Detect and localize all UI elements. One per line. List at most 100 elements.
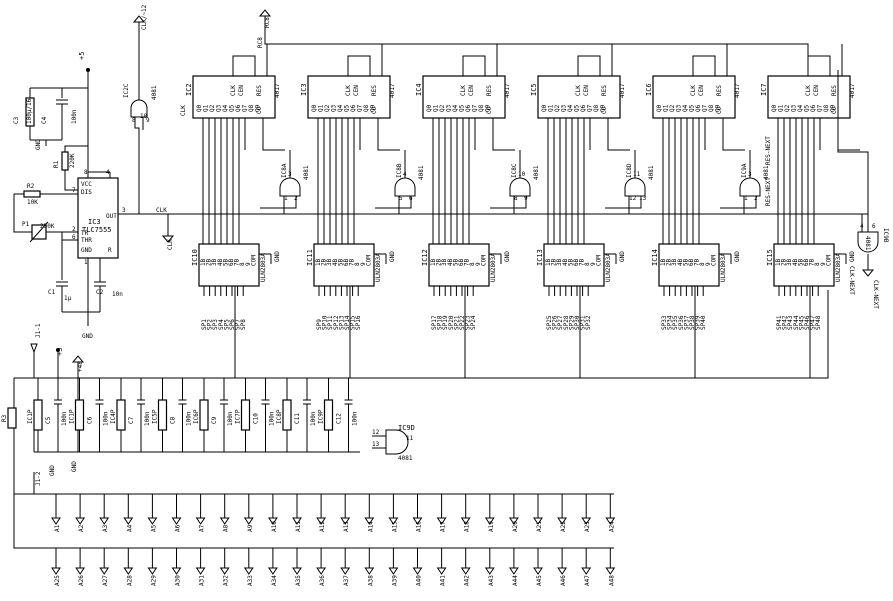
counter-pin-label: Q6 bbox=[465, 104, 472, 112]
r1-resistor bbox=[61, 151, 69, 171]
counter-part: 4017 bbox=[849, 83, 856, 98]
connector-label: A12 bbox=[319, 521, 326, 532]
connector-label: A35 bbox=[295, 575, 302, 586]
opto-ic-label: IC6P bbox=[193, 409, 200, 424]
ic3-pinnum-2: 2 bbox=[72, 226, 76, 233]
driver-output-label: SP12 bbox=[333, 315, 340, 330]
driver-gnd: GND bbox=[389, 251, 396, 262]
gate-pin: 1 bbox=[744, 195, 748, 202]
counter-pin-label: Q4 bbox=[452, 104, 459, 112]
driver-pin-label: 5B bbox=[682, 258, 689, 266]
connector-label: A18 bbox=[464, 521, 471, 532]
counter-pin-label: Q1 bbox=[778, 104, 785, 112]
opto-ic-label: IC4P bbox=[110, 409, 117, 424]
wire bbox=[607, 118, 630, 151]
counter-pin-label: Q4 bbox=[567, 104, 574, 112]
r1-value: 220K bbox=[69, 153, 76, 168]
driver-pin-label: 7B bbox=[349, 258, 356, 266]
counter-pin-label: Q2 bbox=[784, 104, 791, 112]
counter-ref: IC3 bbox=[300, 83, 308, 96]
counter-pin-label: Q3 bbox=[446, 104, 453, 112]
driver-pin-label: 9 bbox=[245, 262, 252, 266]
opto-body bbox=[199, 399, 209, 431]
output-a22: A22 bbox=[557, 494, 567, 532]
counter-pin-label: Q6 bbox=[580, 104, 587, 112]
wire bbox=[260, 150, 297, 214]
counter-pin-cen: CEN bbox=[468, 85, 475, 96]
driver-output-label: SP35 bbox=[672, 315, 679, 330]
driver-output-label: SP31 bbox=[580, 315, 587, 330]
counter-pin-label: Q9 bbox=[600, 104, 607, 112]
driver-pin-label: 1B bbox=[545, 258, 552, 266]
v48-label: +48 bbox=[77, 361, 84, 372]
driver-output-label: SP19 bbox=[442, 315, 449, 330]
connector-label: A45 bbox=[536, 575, 543, 586]
counter-pin-label: Q7 bbox=[357, 104, 364, 112]
counter-pin-res: RES bbox=[256, 85, 263, 96]
counter-pin-label: Q4 bbox=[682, 104, 689, 112]
driver-pin-label: 7B bbox=[464, 258, 471, 266]
counter-pin-cen: CEN bbox=[238, 85, 245, 96]
wire bbox=[692, 55, 716, 76]
connector-label: A46 bbox=[560, 575, 567, 586]
gate-ref: IC8D bbox=[626, 163, 633, 178]
counter-body bbox=[537, 75, 621, 119]
driver-pin-label: 8 bbox=[354, 262, 361, 266]
vcc-label: +5 bbox=[78, 52, 86, 60]
connector-label: A38 bbox=[367, 575, 374, 586]
opto-cap-label: C5 bbox=[45, 416, 52, 424]
counter-pin-label: Q8 bbox=[823, 104, 830, 112]
connector-arrow bbox=[364, 517, 375, 525]
ic2c-ref: IC2C bbox=[123, 83, 130, 98]
connector-arrow bbox=[316, 517, 327, 525]
counter-pin-label: Q7 bbox=[587, 104, 594, 112]
ic9d-pin-13: 13 bbox=[372, 441, 380, 448]
opto-ic-label: IC1P bbox=[69, 409, 76, 424]
gate-part: 4081 bbox=[763, 165, 770, 180]
counter-pin-label: Q6 bbox=[235, 104, 242, 112]
counter-body bbox=[767, 75, 851, 119]
output-a38: A38 bbox=[364, 548, 374, 586]
driver-pin-label: 9 bbox=[475, 262, 482, 266]
output-a32: A32 bbox=[219, 548, 230, 586]
driver-pin-label: COM bbox=[825, 255, 832, 266]
driver-output-label: SP1 bbox=[201, 319, 208, 330]
driver-pin-label: 6B bbox=[573, 258, 580, 266]
driver-output-label: SP48 bbox=[815, 315, 822, 330]
wire bbox=[232, 55, 256, 76]
output-a43: A43 bbox=[484, 548, 495, 586]
connector-arrow bbox=[388, 517, 399, 525]
counter-pin-label: Q5 bbox=[689, 104, 696, 112]
counter-body bbox=[422, 75, 506, 119]
output-a46: A46 bbox=[557, 548, 567, 586]
connector-arrow bbox=[292, 517, 302, 525]
driver-output-label: SP4 bbox=[218, 319, 225, 330]
clk12-label: CLK/~12 bbox=[141, 4, 148, 30]
cap-plate bbox=[261, 399, 270, 405]
connector-arrow bbox=[51, 567, 61, 575]
counter-pin-label: Q7 bbox=[242, 104, 249, 112]
driver-body bbox=[658, 243, 720, 287]
driver-pin-label: 8 bbox=[699, 262, 706, 266]
ic3-part: TLC7555 bbox=[82, 226, 112, 234]
clk-label-1: CLK bbox=[167, 239, 174, 250]
ic3-pin-out: OUT bbox=[106, 213, 117, 220]
connector-arrow bbox=[412, 517, 423, 525]
res-next-top: RES-NEXT bbox=[765, 136, 772, 165]
driver-output-label: SP3 bbox=[212, 319, 219, 330]
connector-arrow bbox=[75, 567, 86, 575]
counter-pin-co: CO bbox=[486, 106, 493, 114]
connector-label: A30 bbox=[175, 575, 182, 586]
driver-part: ULN2803A bbox=[375, 253, 382, 282]
connector-arrow bbox=[460, 567, 471, 575]
wire bbox=[490, 150, 527, 214]
ic3-pin-thr: THR bbox=[81, 237, 92, 244]
driver-pin-label: 4B bbox=[677, 258, 684, 266]
driver-pin-label: 3B bbox=[556, 258, 563, 266]
counter-pin-clk: CLK bbox=[460, 85, 467, 96]
